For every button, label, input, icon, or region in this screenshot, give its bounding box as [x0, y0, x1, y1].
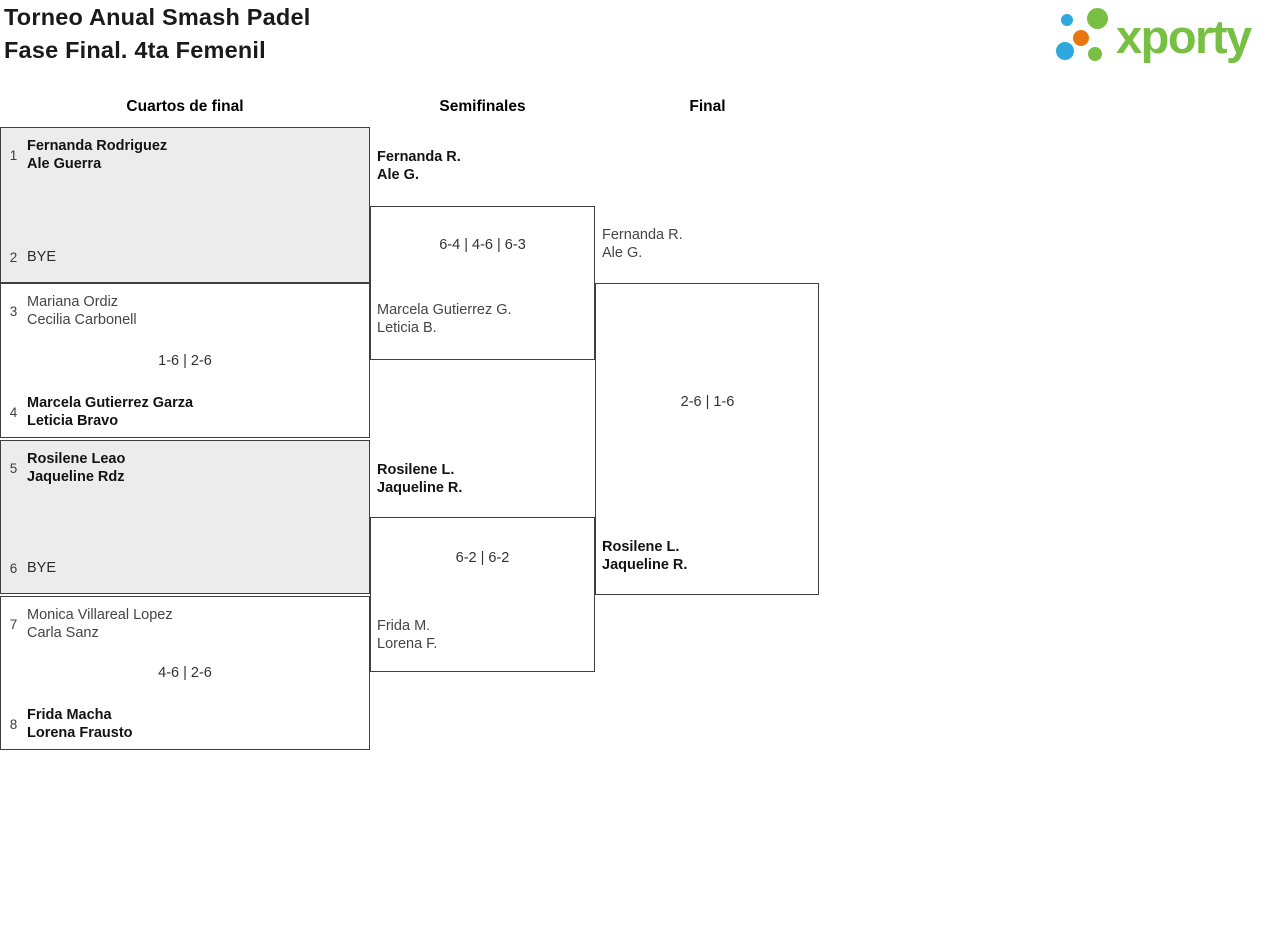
xporty-logo: xporty — [1048, 2, 1276, 78]
seed-number: 7 — [9, 616, 18, 632]
team-name: Fernanda R. Ale G. — [377, 149, 461, 183]
match-box-sf1 — [370, 206, 595, 360]
team-name: Rosilene Leao Jaqueline Rdz — [27, 451, 126, 485]
match-score: 2-6 | 1-6 — [680, 394, 735, 410]
logo-dot-icon — [1073, 30, 1089, 46]
team-entry: 7 Monica Villareal Lopez Carla Sanz — [7, 606, 365, 642]
match-box-qf1: 1 Fernanda Rodriguez Ale Guerra 2 BYE — [0, 127, 370, 283]
team-entry: 3 Mariana Ordiz Cecilia Carbonell — [7, 293, 365, 329]
team-name: Monica Villareal Lopez Carla Sanz — [27, 607, 173, 641]
match-box-qf3: 5 Rosilene Leao Jaqueline Rdz 6 BYE — [0, 440, 370, 594]
tournament-name: Torneo Anual Smash Padel — [4, 4, 311, 30]
match-box-qf2: 3 Mariana Ordiz Cecilia Carbonell 1-6 | … — [0, 283, 370, 438]
round-header-quarterfinals: Cuartos de final — [126, 98, 244, 115]
match-box-final — [595, 283, 819, 595]
seed-number: 8 — [9, 716, 18, 732]
team-name: Frida Macha Lorena Frausto — [27, 707, 133, 741]
team-name: Frida M. Lorena F. — [377, 618, 438, 652]
seed-number: 5 — [9, 460, 18, 476]
logo-dot-icon — [1061, 14, 1073, 26]
match-box-qf4: 7 Monica Villareal Lopez Carla Sanz 4-6 … — [0, 596, 370, 750]
seed-number: 2 — [9, 249, 18, 265]
team-entry: 8 Frida Macha Lorena Frausto — [7, 706, 365, 742]
team-entry: 2 BYE — [7, 249, 365, 265]
seed-number: 3 — [9, 303, 18, 319]
team-name: Fernanda R. Ale G. — [602, 227, 683, 261]
logo-wordmark: xporty — [1116, 10, 1252, 63]
seed-number: 4 — [9, 404, 18, 420]
round-header-final: Final — [689, 98, 726, 115]
team-name: Marcela Gutierrez Garza Leticia Bravo — [27, 395, 194, 429]
bye-label: BYE — [27, 249, 57, 265]
team-entry: 4 Marcela Gutierrez Garza Leticia Bravo — [7, 394, 365, 430]
match-score: 1-6 | 2-6 — [158, 352, 212, 369]
match-score: 4-6 | 2-6 — [158, 665, 212, 681]
team-name: Rosilene L. Jaqueline R. — [602, 539, 688, 573]
match-box-sf2 — [370, 517, 595, 672]
match-score: 6-2 | 6-2 — [455, 550, 510, 566]
team-name: Mariana Ordiz Cecilia Carbonell — [27, 294, 137, 328]
logo-dot-icon — [1088, 47, 1102, 61]
page-title: Torneo Anual Smash Padel Fase Final. 4ta… — [4, 1, 310, 67]
seed-number: 6 — [9, 560, 18, 576]
logo-dot-icon — [1087, 8, 1108, 29]
round-header-semifinals: Semifinales — [439, 98, 526, 115]
team-entry: 6 BYE — [7, 560, 365, 576]
team-name: Marcela Gutierrez G. Leticia B. — [377, 302, 512, 336]
team-entry: 1 Fernanda Rodriguez Ale Guerra — [7, 137, 365, 173]
logo-dot-icon — [1056, 42, 1074, 60]
match-score: 6-4 | 4-6 | 6-3 — [439, 237, 526, 253]
seed-number: 1 — [9, 147, 18, 163]
bye-label: BYE — [27, 560, 57, 576]
team-entry: 5 Rosilene Leao Jaqueline Rdz — [7, 450, 365, 486]
team-name: Rosilene L. Jaqueline R. — [377, 462, 463, 496]
phase-name: Fase Final. 4ta Femenil — [4, 37, 266, 63]
team-name: Fernanda Rodriguez Ale Guerra — [27, 138, 168, 172]
